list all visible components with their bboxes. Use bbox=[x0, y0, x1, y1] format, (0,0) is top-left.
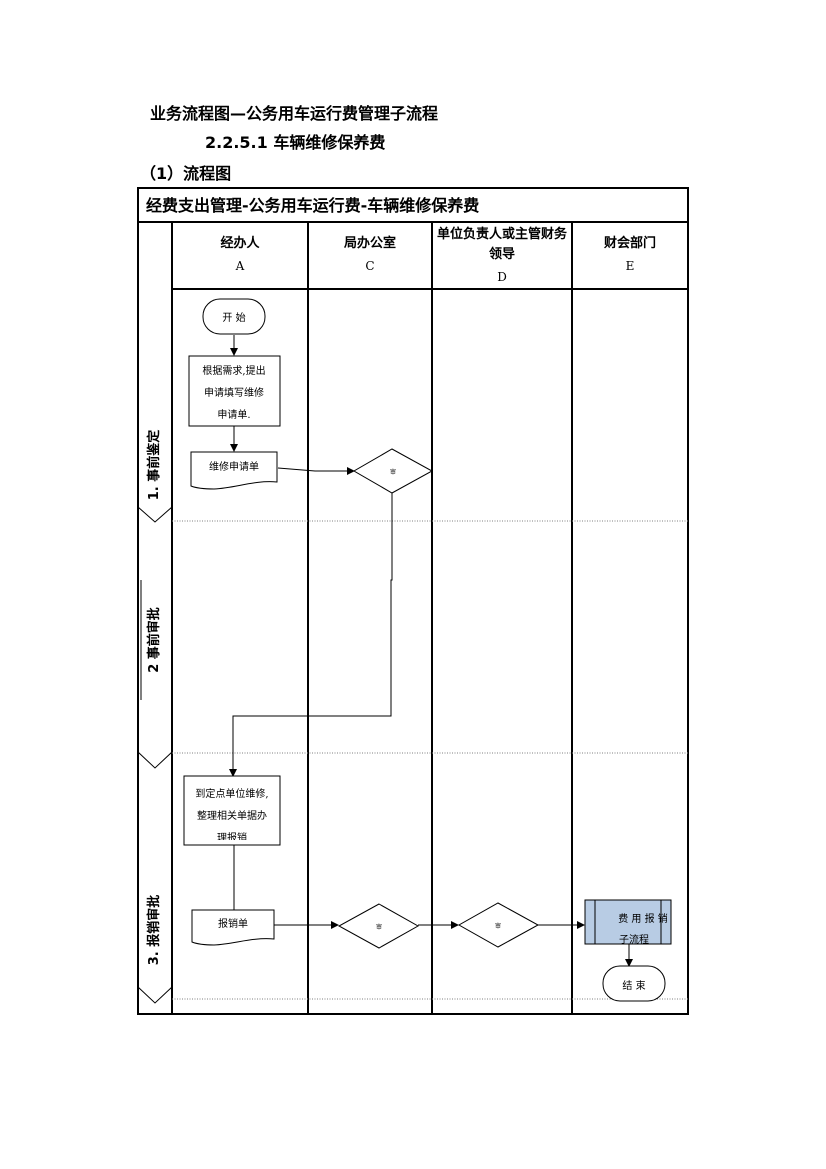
column-header-c: 局办公室 bbox=[344, 235, 396, 251]
end-terminator bbox=[602, 965, 666, 1002]
stage-chevron-2 bbox=[137, 751, 173, 769]
subprocess-reimbursement bbox=[584, 899, 672, 945]
process-apply-line1: 根据需求,提出 bbox=[202, 364, 265, 377]
diagram-frame bbox=[137, 187, 689, 1015]
process-repair-line1: 到定点单位维修, bbox=[195, 787, 268, 800]
stage-dividers bbox=[172, 520, 688, 1000]
decision-review-2 bbox=[337, 903, 420, 949]
document-reimburse-form bbox=[191, 909, 275, 946]
end-label: 结 束 bbox=[622, 979, 645, 992]
column-code-c: C bbox=[365, 259, 374, 273]
column-header-e: 财会部门 bbox=[604, 235, 656, 251]
stage-chevron-3 bbox=[137, 986, 173, 1004]
stage-label-3: 3. 报销审批 bbox=[146, 895, 162, 966]
subprocess-label-line2: 子流程 bbox=[619, 933, 649, 946]
decision-review-3-label: 审 bbox=[495, 922, 501, 930]
decision-review-3 bbox=[457, 902, 540, 948]
column-header-a: 经办人 bbox=[220, 235, 260, 251]
process-repair bbox=[183, 775, 281, 846]
arrow-form-to-review bbox=[277, 467, 355, 475]
process-repair-line3: 理报销 bbox=[217, 831, 247, 844]
section-heading: 2.2.5.1 车辆维修保养费 bbox=[205, 133, 386, 152]
process-apply-line3: 申请单. bbox=[217, 408, 250, 421]
process-apply-line2: 申请填写维修 bbox=[204, 386, 264, 399]
start-terminator bbox=[202, 298, 266, 335]
column-code-d: D bbox=[497, 270, 507, 284]
stage-chevrons bbox=[137, 506, 173, 1004]
page-title: 业务流程图—公务用车运行费管理子流程 bbox=[150, 104, 439, 123]
column-header-d-line1: 单位负责人或主管财务 bbox=[437, 226, 568, 242]
start-label: 开 始 bbox=[222, 311, 245, 324]
document-repair-form bbox=[190, 451, 278, 490]
column-code-a: A bbox=[235, 259, 245, 273]
column-header-d-line2: 领导 bbox=[489, 246, 515, 262]
document-repair-form-label: 维修申请单 bbox=[209, 460, 259, 473]
connectors bbox=[229, 335, 633, 967]
sub-heading: （1）流程图 bbox=[140, 164, 232, 183]
decision-review-2-label: 审 bbox=[376, 923, 382, 931]
stage-label-2: 2 事前审批 bbox=[146, 607, 162, 673]
column-code-e: E bbox=[626, 259, 635, 273]
process-apply bbox=[188, 355, 281, 427]
swimlane-grid bbox=[137, 187, 689, 1015]
decision-review-1 bbox=[353, 448, 434, 494]
process-repair-line2: 整理相关单据办 bbox=[197, 809, 267, 822]
stage-label-1: 1. 事前鉴定 bbox=[146, 430, 162, 501]
decision-review-1-label: 审 bbox=[390, 468, 396, 476]
stage-chevron-1 bbox=[137, 506, 173, 523]
subprocess-label-line1: 费 用 报 销 bbox=[618, 912, 668, 925]
arrow-review-to-repair bbox=[229, 493, 393, 777]
document-reimburse-form-label: 报销单 bbox=[218, 917, 248, 930]
diagram-title: 经费支出管理-公务用车运行费-车辆维修保养费 bbox=[146, 196, 479, 215]
